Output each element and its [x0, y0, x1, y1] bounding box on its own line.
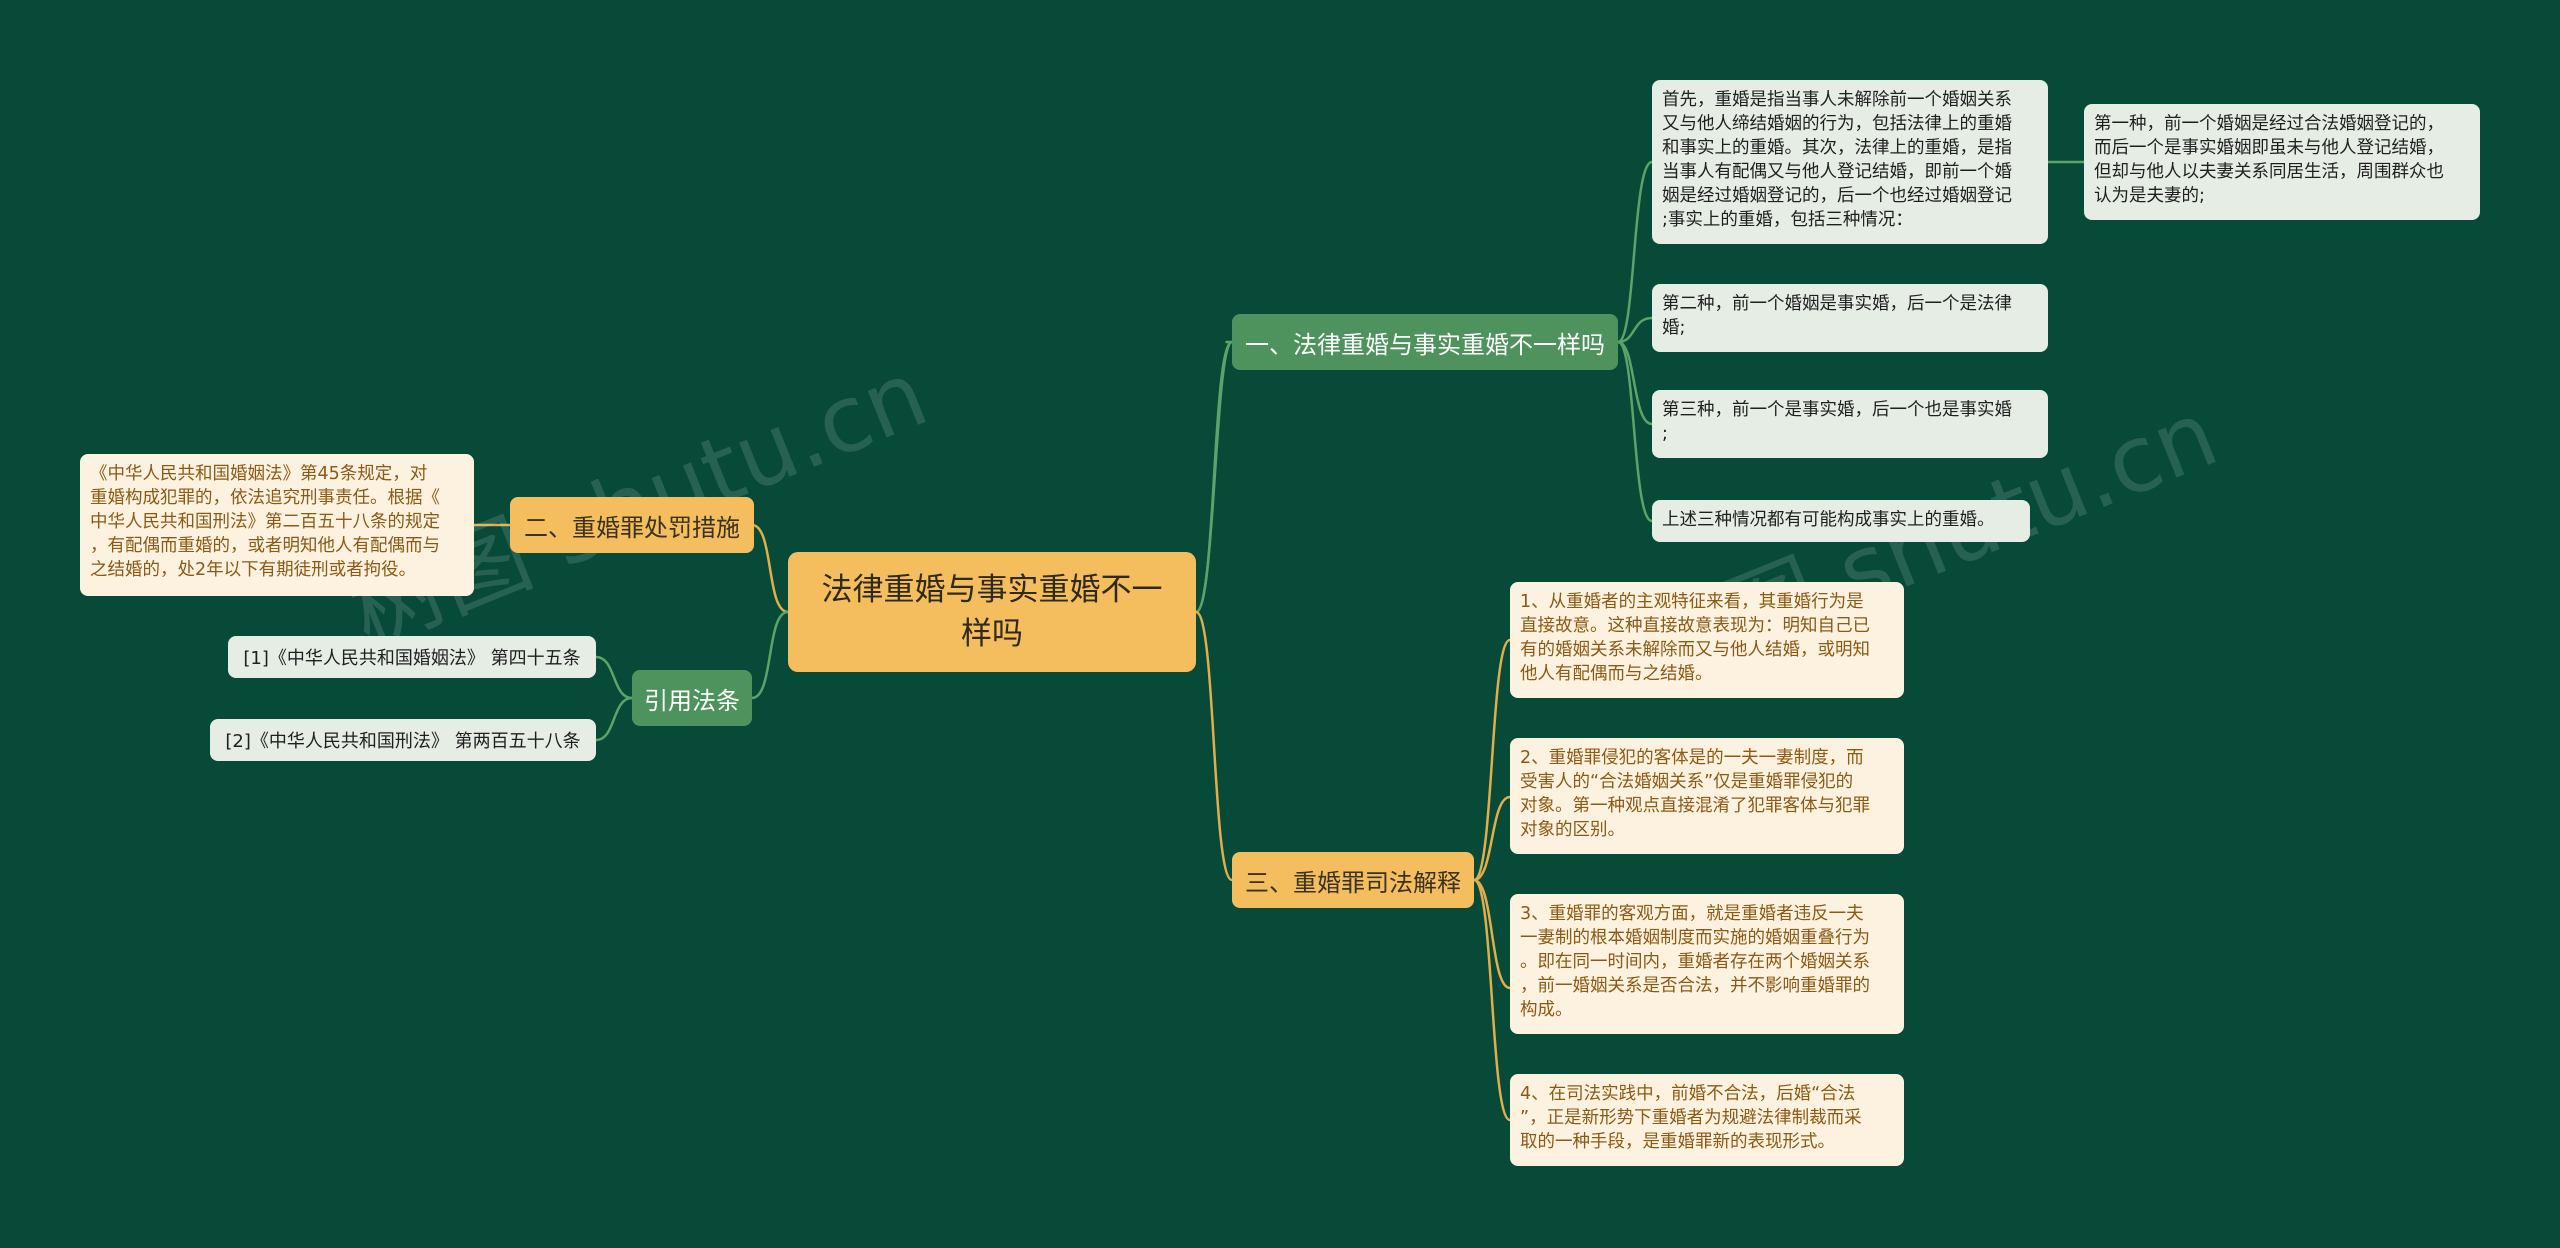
branch-punishment[interactable]: 二、重婚罪处罚措施	[510, 497, 754, 553]
leaf-interpretation-3[interactable]: 3、重婚罪的客观方面，就是重婚者违反一夫 一妻制的根本婚姻制度而实施的婚姻重叠行…	[1510, 894, 1904, 1034]
branch-label: 三、重婚罪司法解释	[1245, 868, 1461, 897]
link-b1-leaf2	[1617, 316, 1653, 344]
link-b3-leaf4	[1473, 878, 1511, 1122]
central-topic-label: 法律重婚与事实重婚不一样吗	[821, 572, 1163, 652]
branch-label: 一、法律重婚与事实重婚不一样吗	[1245, 330, 1605, 359]
link-b3-leaf3	[1473, 878, 1511, 990]
leaf-third-type[interactable]: 第三种，前一个是事实婚，后一个也是事实婚 ;	[1652, 390, 2048, 458]
leaf-definition[interactable]: 首先，重婚是指当事人未解除前一个婚姻关系 又与他人缔结婚姻的行为，包括法律上的重…	[1652, 80, 2048, 244]
link-center-b1-curve	[1194, 340, 1234, 614]
link-center-b2	[751, 523, 789, 614]
link-b1-leaf4	[1617, 340, 1653, 523]
branch-label: 引用法条	[644, 686, 740, 715]
leaf-interpretation-2[interactable]: 2、重婚罪侵犯的客体是的一夫一妻制度，而 受害人的“合法婚姻关系”仅是重婚罪侵犯…	[1510, 738, 1904, 854]
central-topic[interactable]: 法律重婚与事实重婚不一样吗	[788, 552, 1196, 672]
ref-label: [1]《中华人民共和国婚姻法》 第四十五条	[243, 648, 581, 669]
branch-cited-laws[interactable]: 引用法条	[632, 670, 752, 726]
leaf-interpretation-1[interactable]: 1、从重婚者的主观特征来看，其重婚行为是 直接故意。这种直接故意表现为：明知自己…	[1510, 582, 1904, 698]
link-center-b3	[1194, 610, 1234, 882]
ref-label: [2]《中华人民共和国刑法》 第两百五十八条	[225, 731, 581, 752]
branch-label: 二、重婚罪处罚措施	[524, 513, 740, 542]
leaf-punishment-detail[interactable]: 《中华人民共和国婚姻法》第45条规定，对 重婚构成犯罪的，依法追究刑事责任。根据…	[80, 454, 474, 596]
link-b1-leaf1	[1617, 160, 1653, 344]
link-b4-ref2	[595, 696, 633, 742]
leaf-interpretation-4[interactable]: 4、在司法实践中，前婚不合法，后婚“合法 ”，正是新形势下重婚者为规避法律制裁而…	[1510, 1074, 1904, 1166]
ref-criminal-law[interactable]: [2]《中华人民共和国刑法》 第两百五十八条	[210, 719, 596, 761]
leaf-first-type[interactable]: 第一种，前一个婚姻是经过合法婚姻登记的， 而后一个是事实婚姻即虽未与他人登记结婚…	[2084, 104, 2480, 220]
link-b3-leaf1	[1473, 638, 1511, 882]
ref-marriage-law[interactable]: [1]《中华人民共和国婚姻法》 第四十五条	[228, 636, 596, 678]
link-b1-leaf3	[1617, 340, 1653, 426]
link-center-b4	[751, 610, 789, 700]
leaf-summary[interactable]: 上述三种情况都有可能构成事实上的重婚。	[1652, 500, 2030, 542]
branch-legal-vs-factual[interactable]: 一、法律重婚与事实重婚不一样吗	[1232, 314, 1618, 370]
branch-judicial-interpretation[interactable]: 三、重婚罪司法解释	[1232, 852, 1474, 908]
link-b3-leaf2	[1473, 795, 1511, 882]
link-b4-ref1	[595, 655, 633, 700]
leaf-second-type[interactable]: 第二种，前一个婚姻是事实婚，后一个是法律 婚;	[1652, 284, 2048, 352]
